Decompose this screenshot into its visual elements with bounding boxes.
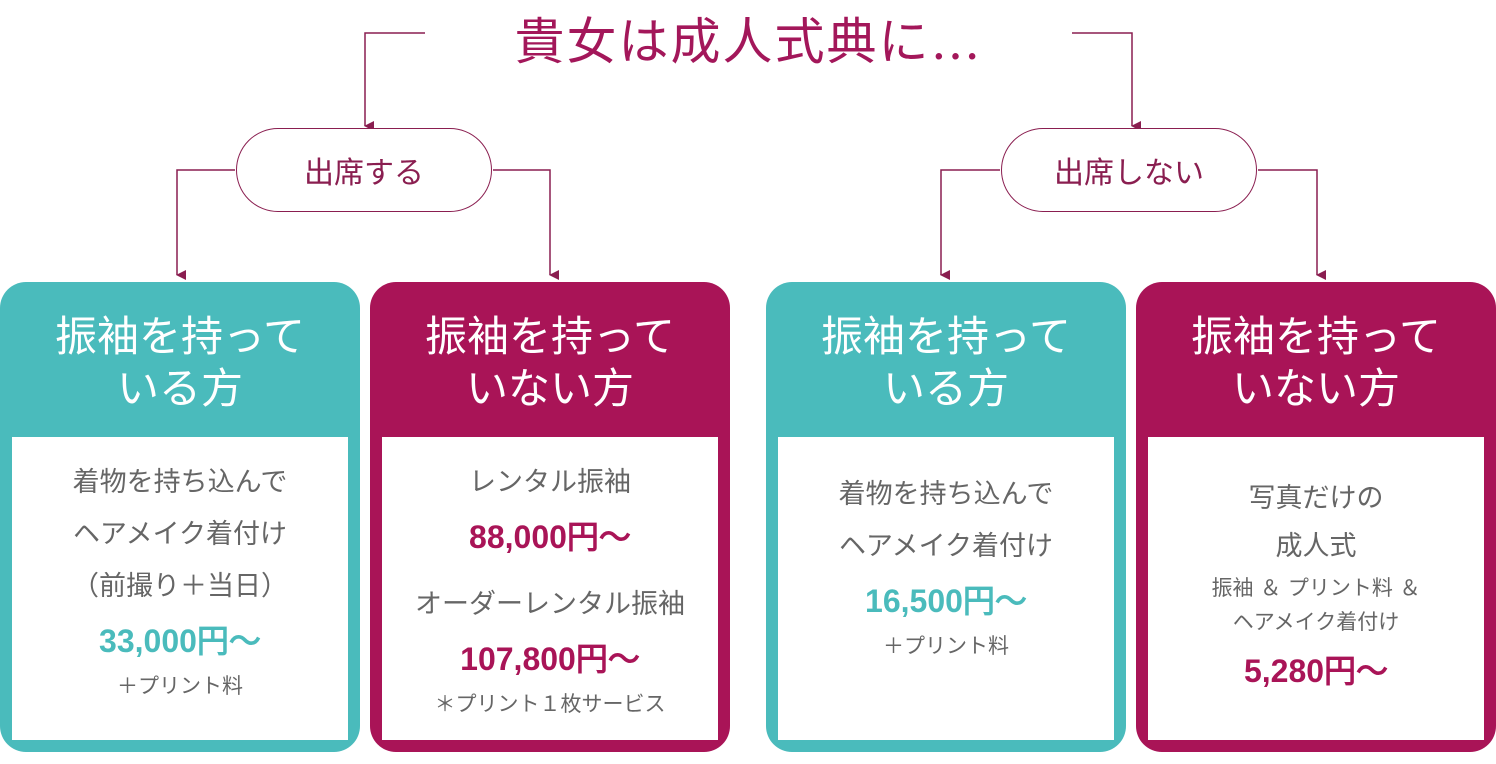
sub-line: ヘアメイク着付け (1232, 610, 1400, 634)
desc-line: 写真だけの (1248, 483, 1384, 514)
note: ＋プリント料 (883, 634, 1009, 658)
item-label: レンタル振袖 (469, 467, 631, 498)
card-notattend-no-furisode: 振袖を持っていない方 写真だけの 成人式 振袖 ＆ プリント料 ＆ ヘアメイク着… (1136, 282, 1496, 752)
price: 88,000円〜 (469, 519, 631, 555)
desc-line: ヘアメイク着付け (838, 531, 1054, 562)
price: 107,800円〜 (460, 641, 640, 677)
card-heading: 振袖を持っていない方 (1191, 311, 1441, 413)
connector-attend (364, 32, 425, 131)
desc-line: （前撮り＋当日） (72, 571, 288, 602)
branch-attend: 出席する (236, 128, 492, 212)
desc-line: 着物を持ち込んで (72, 467, 288, 498)
note: ＋プリント料 (117, 674, 243, 698)
desc-line: 着物を持ち込んで (838, 479, 1054, 510)
desc-line: ヘアメイク着付け (72, 519, 288, 550)
price: 16,500円〜 (865, 583, 1027, 619)
note: ＊プリント１枚サービス (434, 692, 666, 716)
desc-line: 成人式 (1275, 531, 1357, 562)
page-title: 貴女は成人式典に… (514, 13, 983, 71)
connector-notattend-nothave (1258, 169, 1326, 280)
sub-line: 振袖 ＆ プリント料 ＆ (1211, 576, 1421, 600)
card-attend-no-furisode: 振袖を持っていない方 レンタル振袖 88,000円〜 オーダーレンタル振袖 10… (370, 282, 730, 752)
price: 33,000円〜 (99, 623, 261, 659)
card-heading: 振袖を持っている方 (821, 311, 1071, 413)
connector-attend-have (176, 169, 235, 280)
item-label: オーダーレンタル振袖 (415, 589, 685, 620)
connector-not-attend (1072, 32, 1141, 131)
card-notattend-have-furisode: 振袖を持っている方 着物を持ち込んで ヘアメイク着付け 16,500円〜 ＋プリ… (766, 282, 1126, 752)
card-heading: 振袖を持っていない方 (425, 311, 675, 413)
card-heading: 振袖を持っている方 (55, 311, 305, 413)
connector-notattend-have (940, 169, 1000, 280)
card-attend-have-furisode: 振袖を持っている方 着物を持ち込んで ヘアメイク着付け （前撮り＋当日） 33,… (0, 282, 360, 752)
branch-not-attend: 出席しない (1001, 128, 1257, 212)
price: 5,280円〜 (1243, 653, 1389, 689)
connector-attend-nothave (493, 169, 559, 280)
